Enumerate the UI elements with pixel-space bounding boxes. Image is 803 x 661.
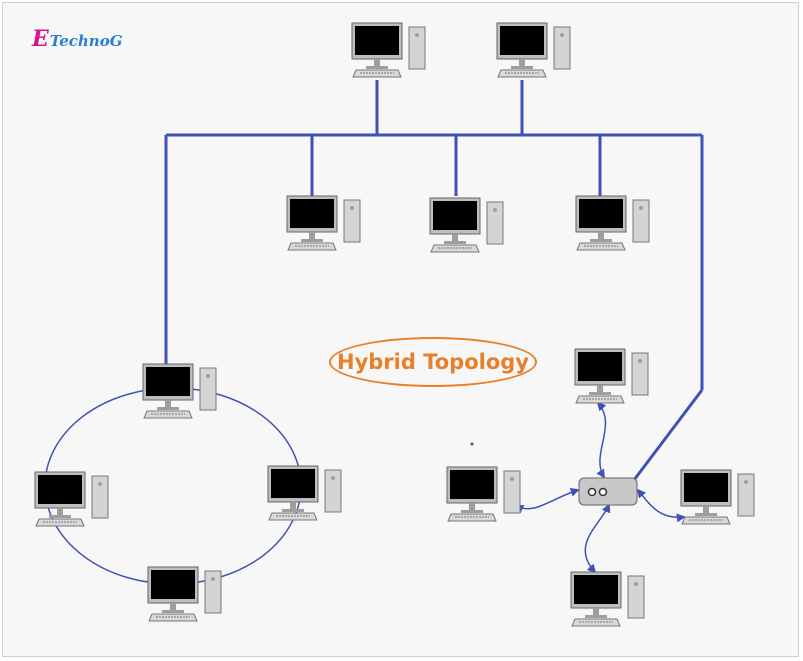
desktop-computer-icon [267, 465, 342, 521]
desktop-computer-icon [446, 466, 521, 522]
network-hub-icon [578, 477, 638, 506]
desktop-computer-icon [34, 471, 109, 527]
logo-prefix: E [32, 26, 49, 52]
desktop-computer-icon [680, 469, 755, 525]
desktop-computer-icon [147, 566, 222, 622]
star-links [514, 401, 686, 574]
logo-text: TechnoG [49, 32, 123, 50]
bus-lines [164, 80, 704, 481]
desktop-computer-icon [574, 348, 649, 404]
desktop-computer-icon [575, 195, 650, 251]
desktop-computer-icon [496, 22, 571, 78]
desktop-computer-icon [351, 22, 426, 78]
desktop-computer-icon [570, 571, 645, 627]
desktop-computer-icon [429, 197, 504, 253]
desktop-computer-icon [142, 363, 217, 419]
logo: ETechnoG [32, 26, 123, 52]
diagram-title: Hybrid Topology [329, 337, 537, 387]
desktop-computer-icon [286, 195, 361, 251]
